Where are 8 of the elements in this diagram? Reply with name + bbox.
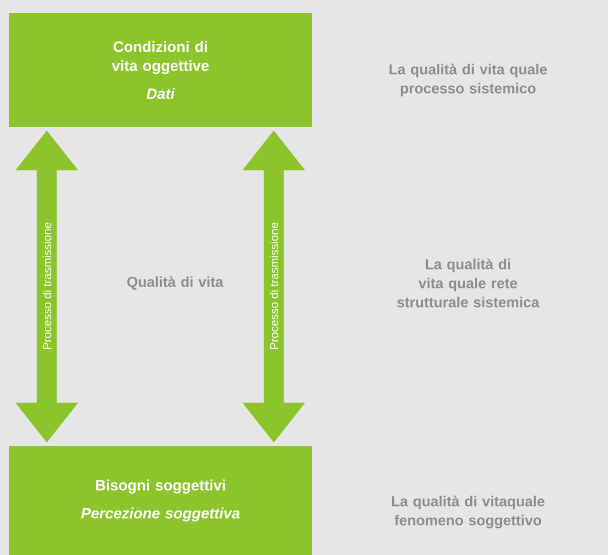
annotation-text: Qualità di vita	[127, 276, 224, 290]
annotation-text: La qualità di vita quale processo sistemico	[390, 64, 547, 96]
annotation-text: La qualità di vitaquale fenomeno soggettivo	[392, 496, 544, 528]
text-box: Bisogni soggettivi Percezione soggettiva	[9, 446, 312, 555]
edge-label: Processo di trasmissione	[42, 222, 52, 349]
text-box: Condizioni di vita oggettive Dati	[9, 13, 312, 127]
edge-label: Processo di trasmissione	[270, 222, 278, 349]
annotation-text: La qualità di vita quale rete strutturale sistemica	[397, 258, 540, 308]
